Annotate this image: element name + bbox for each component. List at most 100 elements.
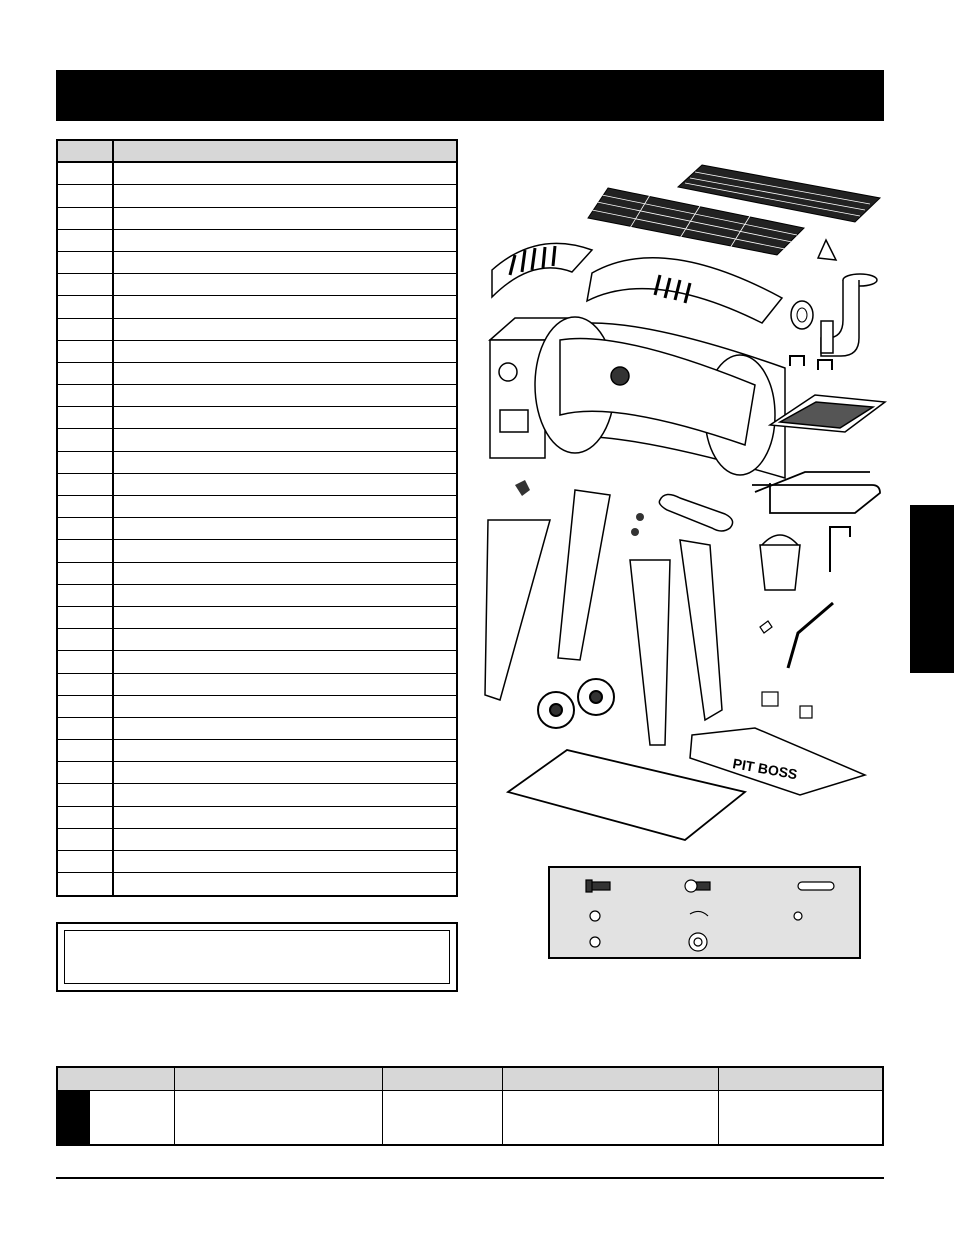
part-number	[58, 584, 114, 606]
bracket-small	[816, 238, 838, 261]
part-number	[58, 362, 114, 385]
part-description	[114, 518, 456, 539]
part-description	[114, 651, 456, 672]
part-number	[58, 163, 114, 185]
part-description	[114, 385, 456, 406]
barrel	[534, 316, 786, 480]
part-number	[58, 207, 114, 229]
part-description	[114, 629, 456, 650]
part-number	[58, 717, 114, 740]
parts-row	[58, 673, 456, 696]
spec-col-divider	[382, 1068, 383, 1144]
part-description	[114, 363, 456, 384]
parts-row	[58, 695, 456, 718]
parts-row	[58, 407, 456, 430]
exploded-diagram: PIT BOSS	[484, 164, 887, 841]
parts-row	[58, 473, 456, 496]
part-number	[58, 473, 114, 495]
spec-col-divider	[502, 1068, 503, 1144]
bottom-shelf	[505, 749, 748, 841]
lid-top	[585, 257, 784, 324]
parts-row	[58, 851, 456, 874]
parts-row	[58, 562, 456, 585]
part-description	[114, 607, 456, 628]
lock-washer-icon	[589, 936, 601, 948]
part-number	[58, 185, 114, 207]
part-description	[114, 807, 456, 828]
shelf-bracket	[752, 471, 881, 514]
spec-col-divider	[174, 1068, 175, 1144]
part-description	[114, 674, 456, 695]
nut-icon	[793, 911, 803, 921]
parts-row	[58, 296, 456, 319]
parts-row	[58, 629, 456, 652]
part-number	[58, 540, 114, 562]
part-description	[114, 407, 456, 428]
part-number	[58, 828, 114, 850]
note-box	[56, 922, 458, 992]
grill-grate	[587, 187, 806, 256]
part-number	[58, 385, 114, 407]
part-description	[114, 696, 456, 717]
parts-row	[58, 274, 456, 297]
part-number	[58, 784, 114, 806]
parts-row	[58, 340, 456, 363]
parts-row	[58, 385, 456, 408]
footer-rule	[56, 1177, 884, 1179]
warming-rack	[676, 164, 882, 223]
parts-row	[58, 828, 456, 851]
side-tab	[910, 505, 954, 673]
part-number	[58, 740, 114, 762]
washer-icon	[589, 910, 601, 922]
part-description	[114, 873, 456, 895]
part-description	[114, 540, 456, 561]
part-number	[58, 673, 114, 695]
parts-row	[58, 806, 456, 829]
spec-table-header	[58, 1068, 882, 1091]
lid-handle	[658, 493, 734, 532]
part-number	[58, 340, 114, 362]
spec-marker-block	[58, 1091, 90, 1144]
part-number	[58, 606, 114, 629]
part-description	[114, 585, 456, 606]
drip-tray	[767, 394, 887, 433]
parts-row	[58, 163, 456, 186]
part-description	[114, 296, 456, 317]
pin-icon	[797, 881, 835, 891]
hardware-icons	[585, 879, 835, 952]
part-number	[58, 562, 114, 584]
lid-rod	[786, 601, 834, 669]
parts-row	[58, 185, 456, 208]
chimney-gasket	[790, 300, 814, 330]
part-number	[58, 451, 114, 473]
part-description	[114, 252, 456, 273]
meat-probe	[829, 526, 851, 572]
part-number	[58, 762, 114, 784]
parts-row	[58, 518, 456, 541]
parts-row	[58, 496, 456, 519]
header-description	[114, 141, 456, 161]
side-handles	[789, 355, 833, 370]
part-description	[114, 341, 456, 362]
part-number	[58, 695, 114, 717]
parts-row	[58, 762, 456, 785]
parts-row	[58, 584, 456, 607]
chimney	[820, 273, 878, 357]
part-number	[58, 629, 114, 651]
part-number	[58, 407, 114, 429]
parts-row	[58, 207, 456, 230]
parts-row	[58, 606, 456, 630]
part-number	[58, 274, 114, 296]
part-number	[58, 318, 114, 340]
header-bar	[56, 70, 884, 121]
part-description	[114, 452, 456, 473]
front-legs	[484, 489, 723, 746]
parts-table	[56, 139, 458, 898]
side-lid	[491, 242, 594, 299]
part-description	[114, 740, 456, 761]
grease-bucket	[759, 534, 801, 591]
part-number	[58, 296, 114, 318]
cotter-pin-icon	[689, 910, 709, 917]
part-number	[58, 518, 114, 540]
part-description	[114, 784, 456, 805]
